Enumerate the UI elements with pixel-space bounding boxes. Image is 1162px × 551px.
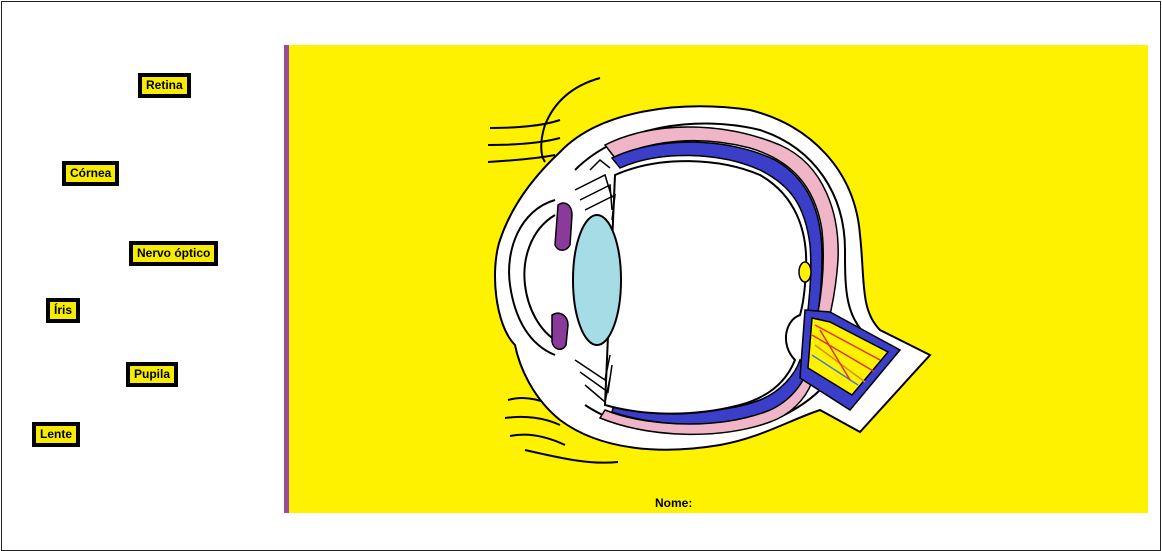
- name-field-label: Nome:: [655, 496, 692, 510]
- label-iris[interactable]: Íris: [46, 298, 80, 323]
- label-optic-nerve[interactable]: Nervo óptico: [129, 241, 218, 266]
- label-retina[interactable]: Retina: [138, 73, 191, 98]
- vitreous-body: [605, 161, 806, 414]
- label-lens[interactable]: Lente: [32, 422, 80, 447]
- fovea: [799, 262, 811, 282]
- lens: [573, 215, 621, 345]
- eye-diagram: [289, 45, 1148, 513]
- iris-top: [555, 203, 572, 250]
- label-pupil[interactable]: Pupila: [126, 362, 178, 387]
- iris-bottom: [552, 313, 568, 349]
- label-cornea[interactable]: Córnea: [62, 161, 119, 186]
